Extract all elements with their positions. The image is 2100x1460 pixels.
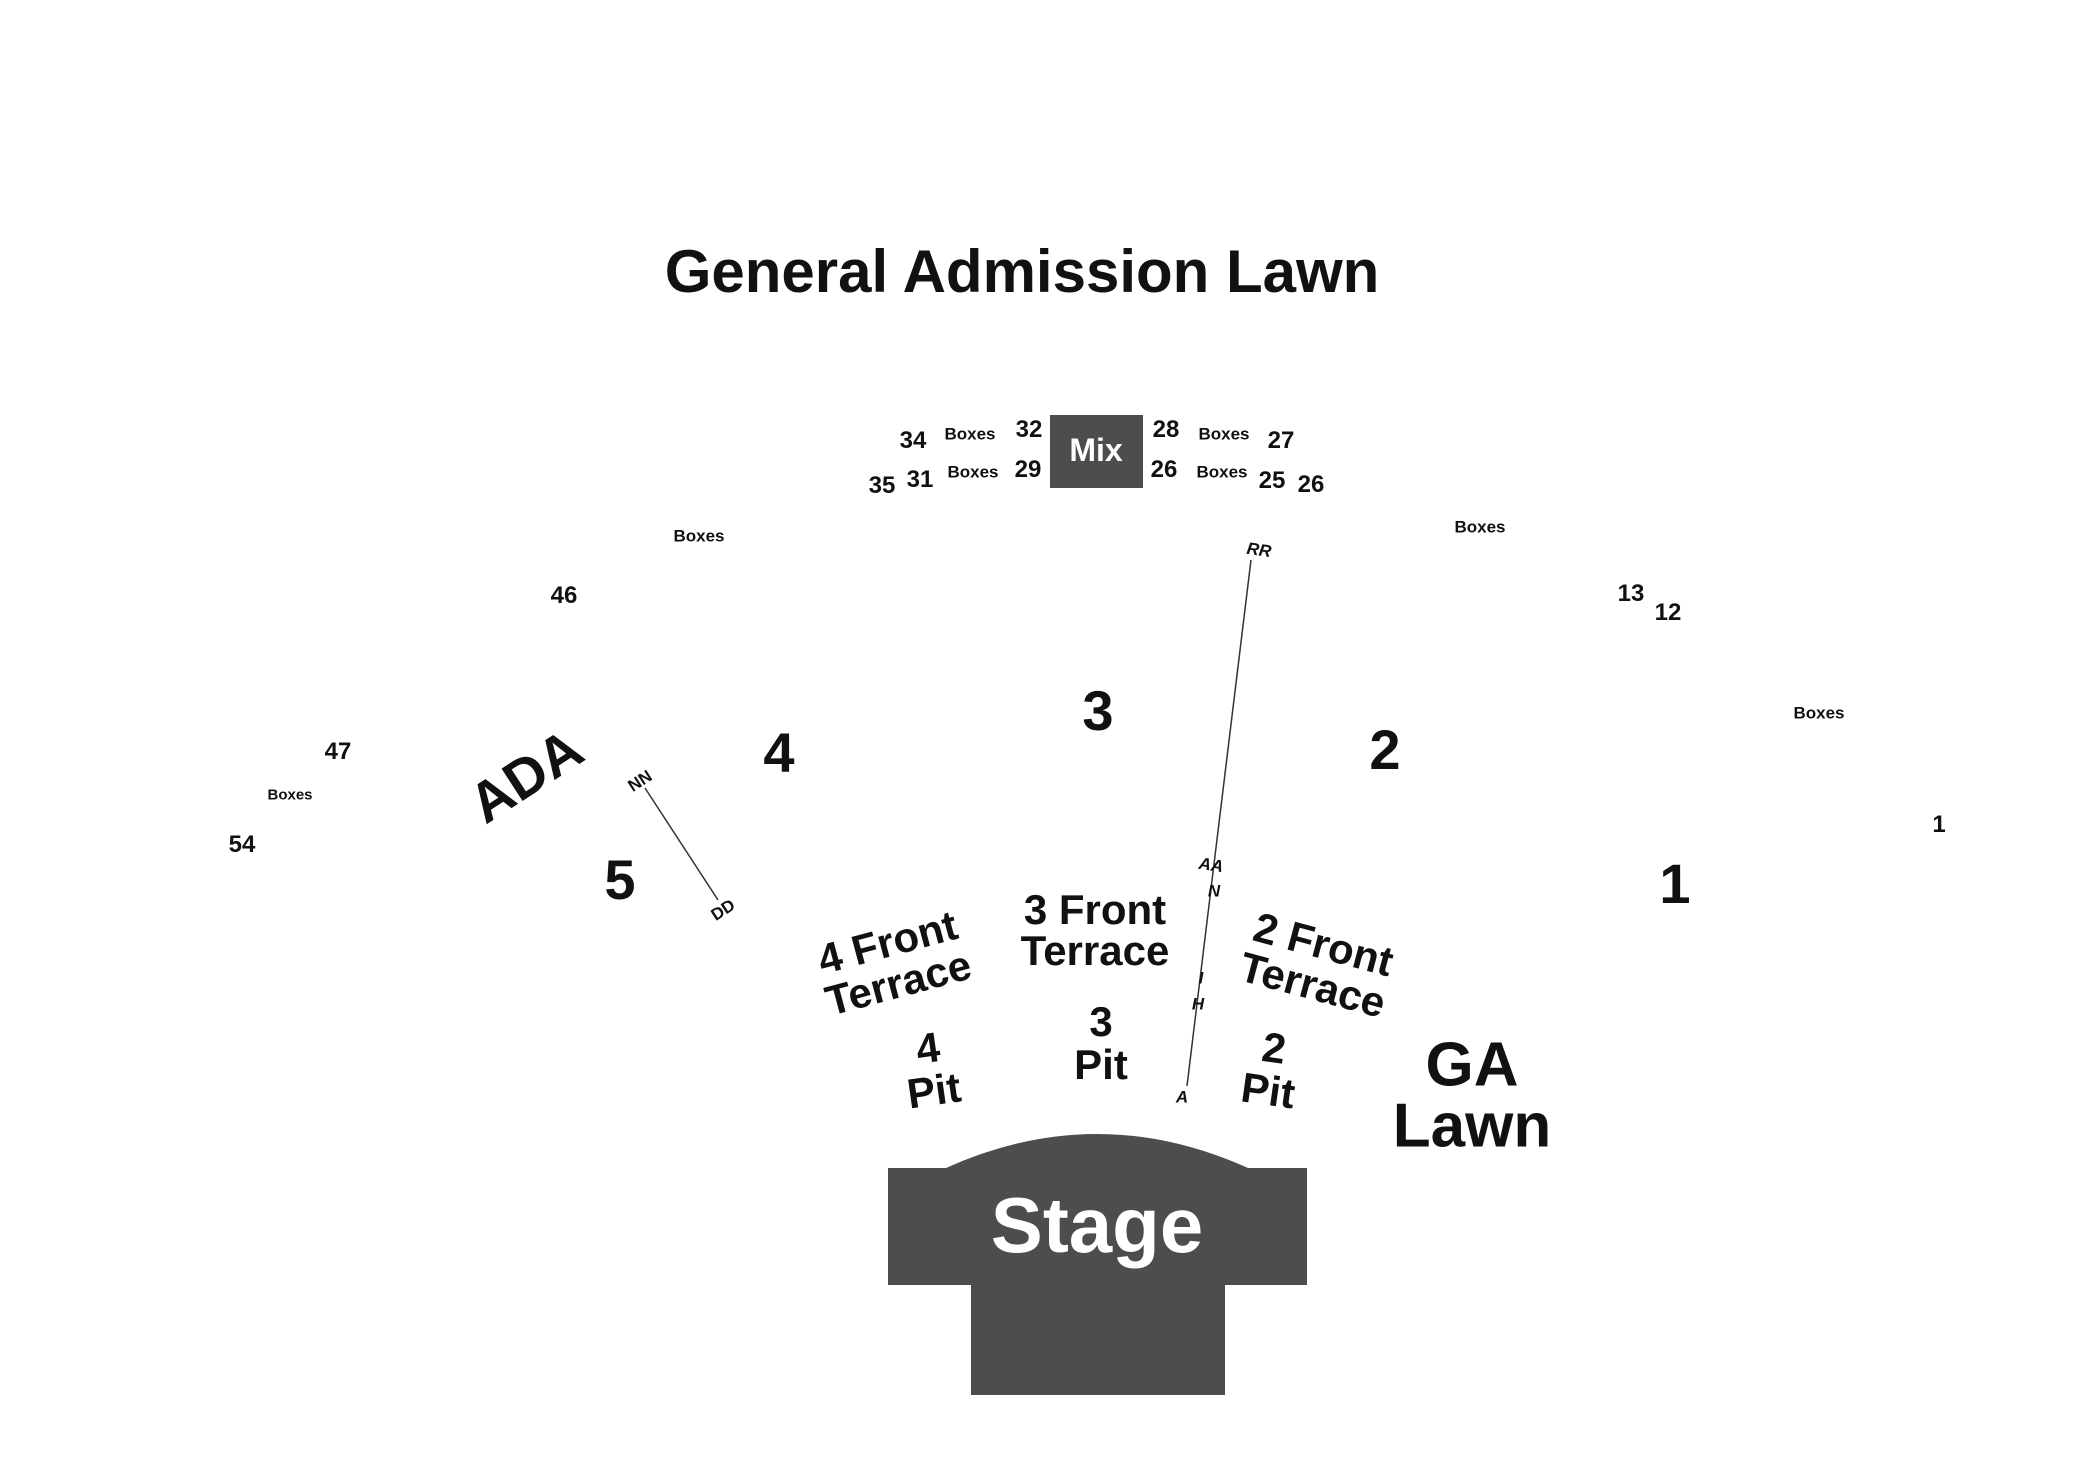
boxes-label[interactable]: Boxes xyxy=(1196,462,1248,482)
boxes-label[interactable]: Boxes xyxy=(1793,703,1845,723)
section-25-label[interactable]: 25 xyxy=(1258,467,1286,494)
boxes-label[interactable]: Boxes xyxy=(1454,517,1506,537)
row-marker-i: I xyxy=(1198,968,1204,988)
map-title: General Admission Lawn xyxy=(664,238,1380,305)
row-line-nn-dd xyxy=(644,787,719,901)
row-marker-n: N xyxy=(1207,881,1221,901)
section-3-pit-label[interactable]: 3 Pit xyxy=(1074,998,1128,1088)
section-1-label[interactable]: 1 xyxy=(1659,852,1691,915)
section-32-label[interactable]: 32 xyxy=(1015,416,1043,443)
pit-line: Pit xyxy=(904,1063,964,1118)
boxes-label[interactable]: Boxes xyxy=(947,462,999,482)
ga-lawn-line: Lawn xyxy=(1392,1091,1552,1160)
mix-label: Mix xyxy=(1069,432,1123,468)
section-26-label[interactable]: 26 xyxy=(1297,471,1325,498)
section-1-outer-label[interactable]: 1 xyxy=(1932,811,1946,838)
terrace-line: Terrace xyxy=(1020,927,1170,974)
section-31-label[interactable]: 31 xyxy=(906,466,934,493)
section-13-label[interactable]: 13 xyxy=(1617,580,1645,607)
row-marker-a: A xyxy=(1175,1087,1189,1107)
mix-booth[interactable] xyxy=(1050,415,1143,488)
section-2-pit-label[interactable]: 2 Pit xyxy=(1238,1023,1303,1118)
section-2-label[interactable]: 2 xyxy=(1369,718,1401,781)
terrace-line: 3 Front xyxy=(1023,885,1167,933)
section-3-front-terrace-label[interactable]: 3 Front Terrace xyxy=(1020,885,1170,974)
pit-line: Pit xyxy=(1074,1041,1128,1088)
row-line-rr-a xyxy=(1186,559,1252,1087)
boxes-label[interactable]: Boxes xyxy=(1198,424,1250,444)
section-34-label[interactable]: 34 xyxy=(899,427,927,454)
section-28-label[interactable]: 28 xyxy=(1152,416,1180,443)
row-marker-h: H xyxy=(1191,994,1205,1014)
stage-label: Stage xyxy=(990,1181,1204,1269)
pit-line: 3 xyxy=(1089,998,1113,1046)
boxes-label[interactable]: Boxes xyxy=(267,786,313,804)
section-29-label[interactable]: 29 xyxy=(1014,456,1042,483)
ga-lawn-label[interactable]: GA Lawn xyxy=(1392,1030,1552,1160)
row-marker-rr: RR xyxy=(1245,538,1273,562)
section-26-label[interactable]: 26 xyxy=(1150,456,1178,483)
ga-lawn-line: GA xyxy=(1425,1030,1519,1100)
section-27-label[interactable]: 27 xyxy=(1267,427,1295,454)
row-marker-aa: AA xyxy=(1197,853,1225,877)
section-46-label[interactable]: 46 xyxy=(550,582,578,609)
boxes-label[interactable]: Boxes xyxy=(673,526,725,546)
section-4-label[interactable]: 4 xyxy=(763,721,795,784)
section-47-label[interactable]: 47 xyxy=(324,738,352,765)
section-5-label[interactable]: 5 xyxy=(604,848,636,911)
boxes-label[interactable]: Boxes xyxy=(944,424,996,444)
stage-shape[interactable] xyxy=(888,1134,1307,1395)
pit-line: Pit xyxy=(1238,1063,1298,1118)
section-12-label[interactable]: 12 xyxy=(1654,599,1682,626)
section-35-label[interactable]: 35 xyxy=(868,472,896,499)
section-54-label[interactable]: 54 xyxy=(228,831,256,858)
section-3-label[interactable]: 3 xyxy=(1082,679,1114,742)
